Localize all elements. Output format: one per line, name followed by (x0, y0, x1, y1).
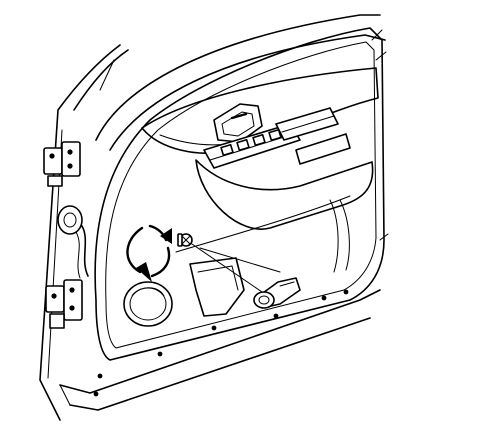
trim-panel (94, 27, 385, 361)
curved-arrow-icon (126, 224, 172, 282)
door-sill (59, 289, 381, 394)
lower-seam (175, 195, 351, 253)
switch-module (203, 123, 301, 169)
leader-lines (191, 243, 281, 293)
lower-recess (189, 257, 245, 317)
window-frame (95, 14, 381, 141)
screw-icon (177, 233, 193, 247)
speaker-grille (123, 281, 173, 327)
lower-hinge (45, 279, 83, 329)
panel-outline (94, 27, 385, 361)
door-frame (39, 14, 386, 421)
door-handle-icon (253, 277, 301, 309)
a-pillar (39, 44, 121, 421)
interior-handle-bezel (213, 103, 263, 143)
upper-hinge (43, 141, 81, 187)
clip-holes (93, 289, 349, 397)
storage-pocket (275, 107, 351, 165)
wiring-grommet (57, 205, 89, 279)
